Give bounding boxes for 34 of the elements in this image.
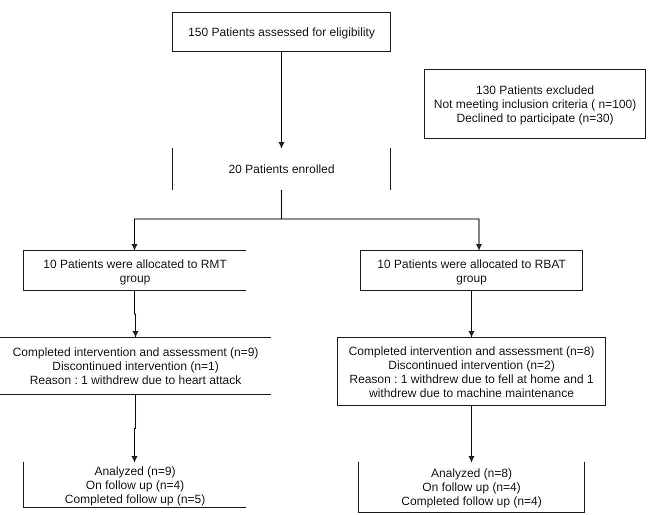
box-text: Reason : 1 withdrew due to heart attack <box>30 373 242 387</box>
box-text: On follow up (n=4) <box>422 480 521 494</box>
arrow <box>468 406 474 462</box>
process-box <box>23 462 246 508</box>
process-box <box>0 337 271 395</box>
process-box <box>360 250 583 291</box>
arrow <box>280 190 482 250</box>
box-text: On follow up (n=4) <box>86 478 184 492</box>
box-text: Completed intervention and assessment (n=8) <box>348 344 594 358</box>
arrow <box>132 291 138 337</box>
box-text: 130 Patients excluded <box>476 83 594 97</box>
box-text: Not meeting inclusion criteria ( n=100) <box>434 97 636 111</box>
process-box <box>172 148 391 190</box>
box-text: Reason : 1 withdrew due to fell at home and 1 withdrew due to machine maintenance <box>348 372 595 400</box>
process-box <box>172 12 391 52</box>
arrow <box>468 291 474 337</box>
box-text: 150 Patients assessed for eligibility <box>188 25 375 39</box>
box-text: 10 Patients were allocated to RBAT group <box>377 256 566 284</box>
arrow <box>278 52 284 148</box>
process-box <box>23 250 246 291</box>
process-box <box>358 462 585 513</box>
box-text: Completed intervention and assessment (n=9) <box>12 345 258 359</box>
process-box <box>337 337 606 406</box>
box-text: Completed follow up (n=5) <box>64 492 206 506</box>
box-text: Analyzed (n=8) <box>430 466 512 480</box>
box-text: Completed follow up (n=4) <box>401 494 542 508</box>
box-text: 10 Patients were allocated to RMT group <box>42 256 228 284</box>
arrow <box>132 395 138 462</box>
box-text: Discontinued intervention (n=2) <box>388 358 555 372</box>
box-text: Analyzed (n=9) <box>94 464 176 478</box>
box-text: Declined to participate (n=30) <box>456 111 614 125</box>
box-text: 20 Patients enrolled <box>228 162 335 176</box>
box-text: Discontinued intervention (n=1) <box>52 359 219 373</box>
process-box <box>424 69 646 139</box>
